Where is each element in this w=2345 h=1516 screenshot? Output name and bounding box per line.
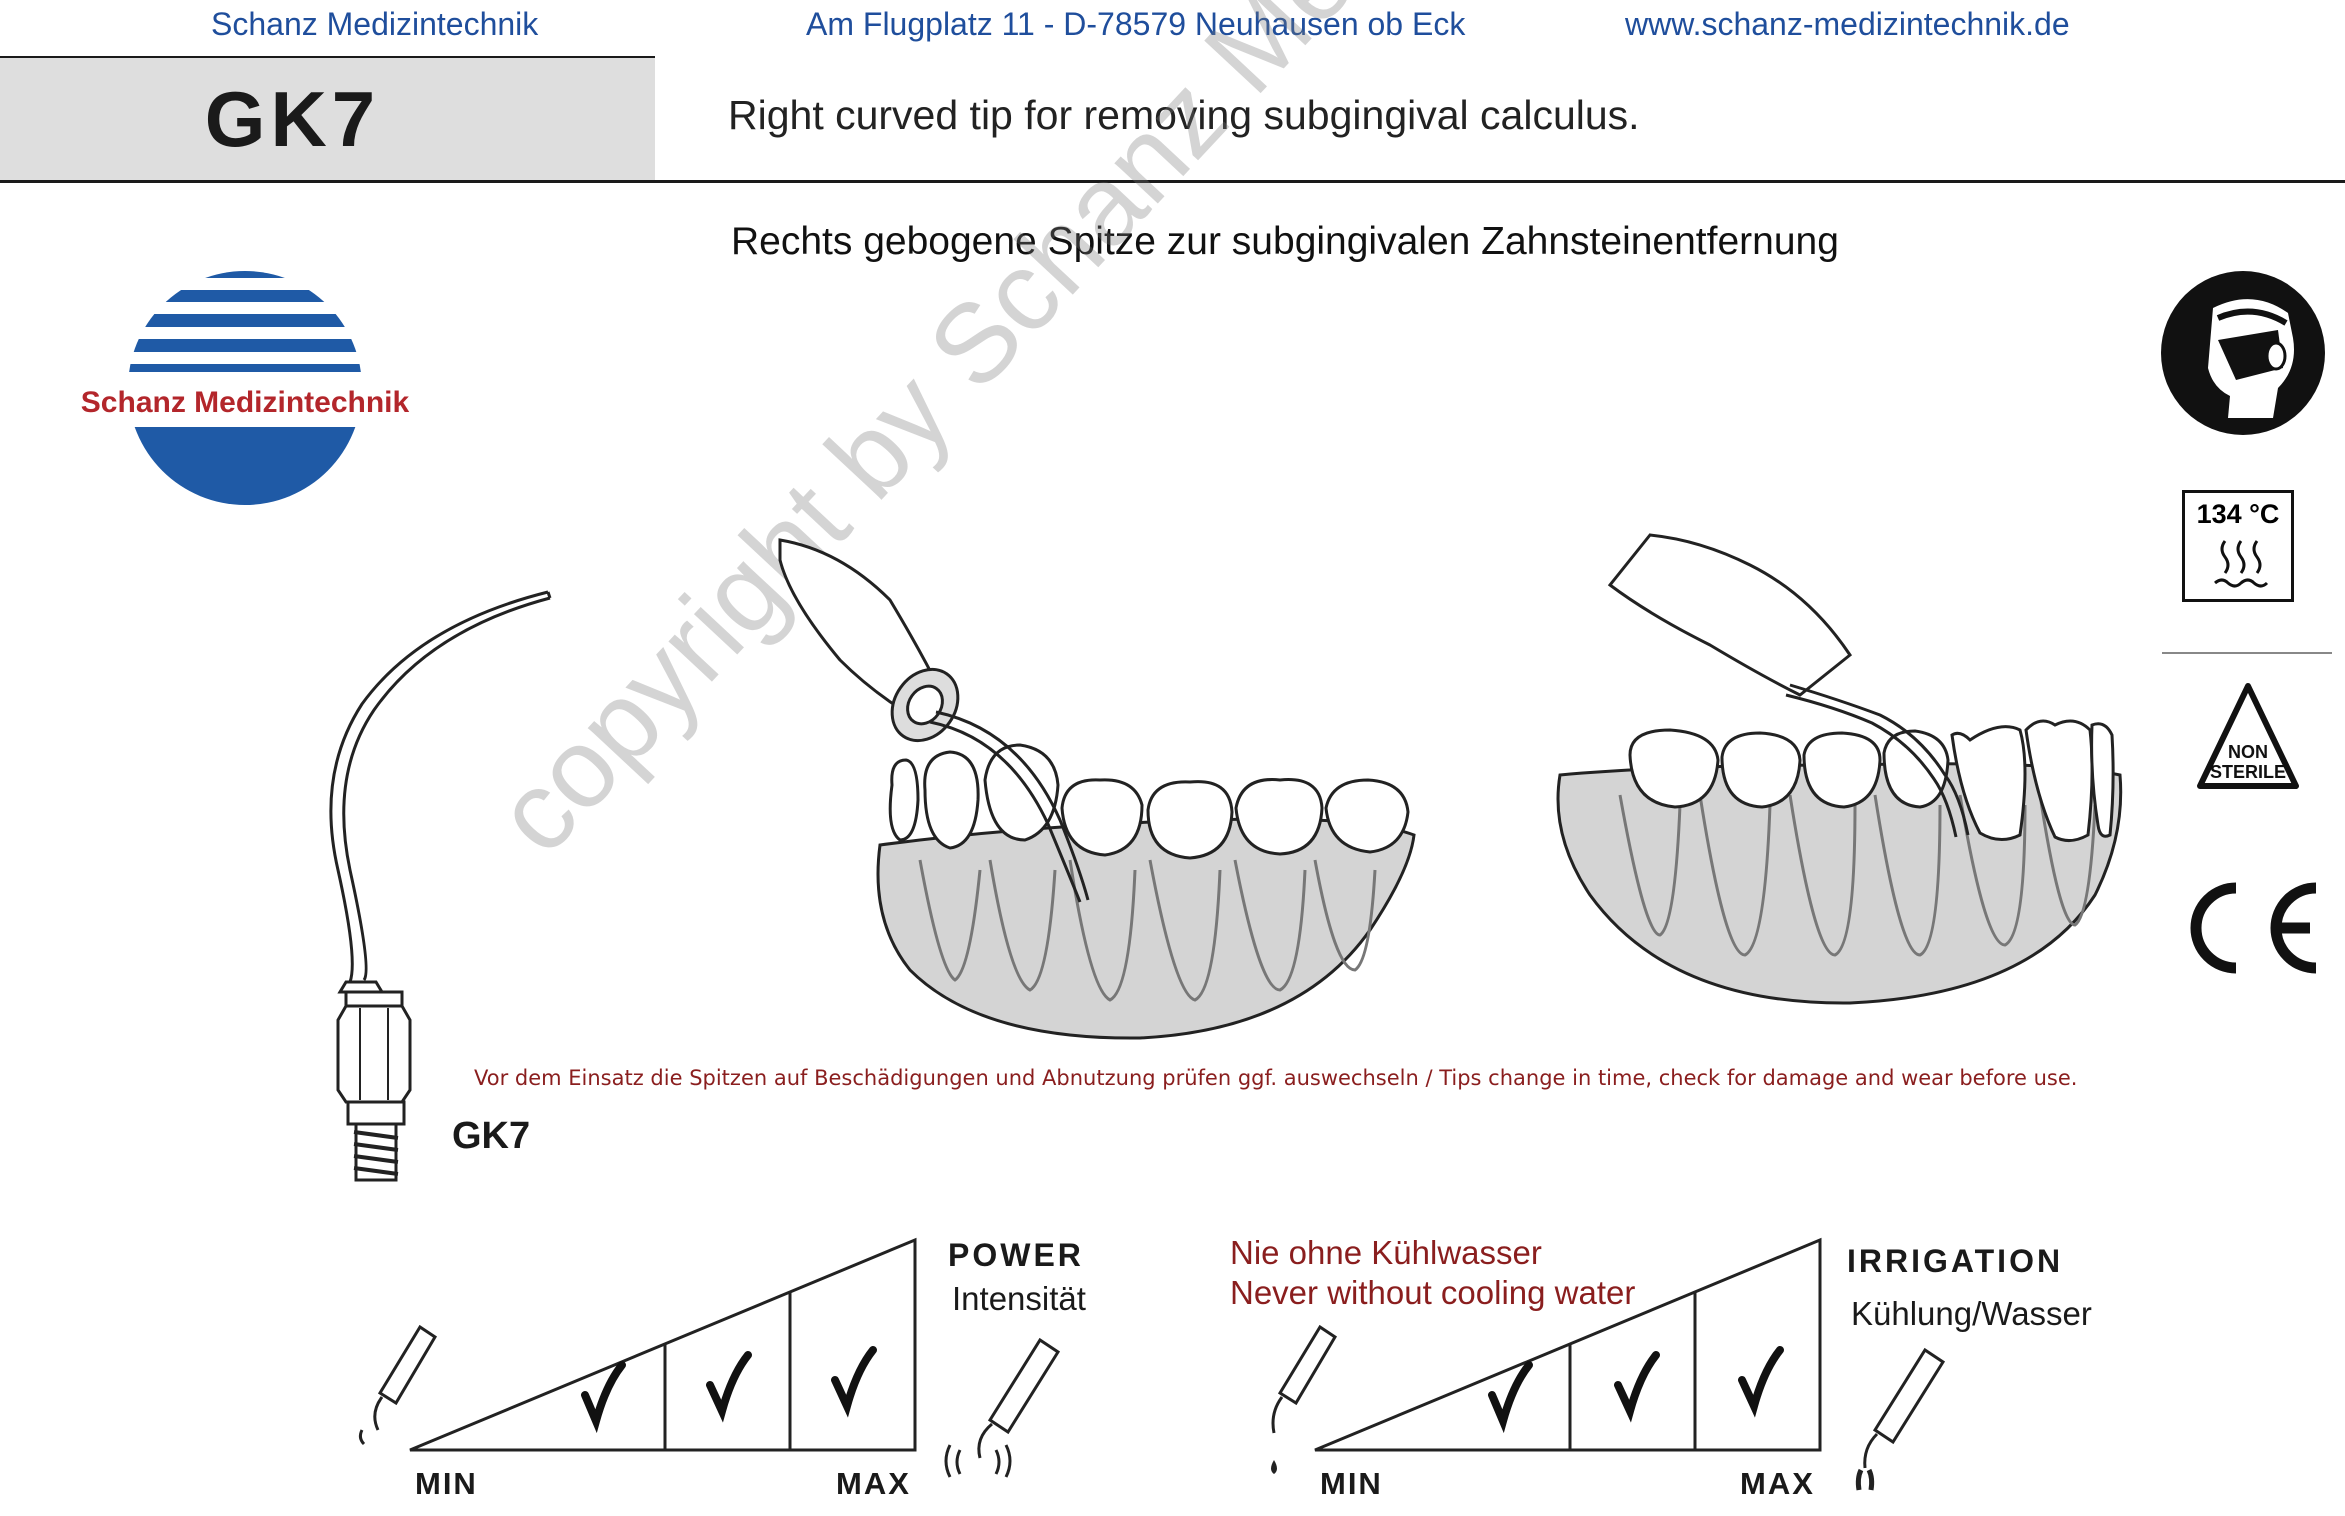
non-sterile-line1: NON [2228, 742, 2268, 762]
power-check-2 [706, 1351, 752, 1423]
irrigation-check-1 [1488, 1361, 1533, 1434]
power-min: MIN [415, 1466, 478, 1501]
model-title-box: GK7 [0, 58, 655, 180]
irrigation-max: MAX [1740, 1466, 1815, 1501]
header-rule-left [0, 56, 655, 59]
irrigation-title: IRRIGATION [1847, 1243, 2064, 1279]
sterilize-symbol: 134 °C [2182, 490, 2294, 602]
logo-text: Schanz Medizintechnik [81, 386, 410, 419]
handpiece-water-icon [1855, 1347, 1946, 1491]
irrigation-check-2 [1614, 1351, 1660, 1423]
company-logo: Schanz Medizintechnik [30, 271, 460, 505]
non-sterile-line2: STERILE [2210, 762, 2286, 782]
description-de: Rechts gebogene Spitze zur subgingivalen… [731, 220, 1839, 263]
header-company: Schanz Medizintechnik [211, 6, 539, 42]
irrigation-check-3 [1738, 1346, 1784, 1418]
handpiece-min-icon [358, 1324, 438, 1446]
power-title: POWER [948, 1237, 1084, 1273]
face-mask-icon [2161, 271, 2325, 435]
warning-text: Vor dem Einsatz die Spitzen auf Beschädi… [474, 1066, 2078, 1090]
power-check-1 [581, 1361, 626, 1434]
steam-icon [2214, 540, 2269, 588]
non-sterile-icon: NON STERILE [2197, 683, 2299, 789]
tip-illustration [329, 590, 552, 1182]
usage-illustration-right [1556, 533, 2123, 1005]
header-rule-bottom [0, 180, 2345, 183]
irrigation-subtitle: Kühlung/Wasser [1851, 1295, 2092, 1332]
irrigation-min: MIN [1320, 1466, 1383, 1501]
power-check-3 [831, 1346, 877, 1418]
handpiece-drop-icon [1271, 1324, 1338, 1474]
symbol-divider [2162, 652, 2332, 654]
header-website[interactable]: www.schanz-medizintechnik.de [1625, 6, 2070, 42]
irrigation-chart [1271, 1237, 1822, 1474]
header-address: Am Flugplatz 11 - D-78579 Neuhausen ob E… [806, 6, 1466, 42]
ce-mark-icon [2190, 882, 2317, 974]
handpiece-vibration-icon [944, 1337, 1061, 1478]
irrigation-note-de: Nie ohne Kühlwasser [1230, 1234, 1542, 1271]
power-chart [358, 1237, 917, 1452]
description-en: Right curved tip for removing subgingiva… [728, 92, 1640, 138]
sterilize-temp: 134 °C [2196, 499, 2280, 529]
model-title: GK7 [204, 74, 381, 163]
irrigation-note-en: Never without cooling water [1230, 1274, 1636, 1311]
power-max: MAX [836, 1466, 911, 1501]
power-subtitle: Intensität [952, 1280, 1086, 1317]
tip-label: GK7 [452, 1115, 531, 1157]
usage-illustration-left [778, 538, 1416, 1040]
